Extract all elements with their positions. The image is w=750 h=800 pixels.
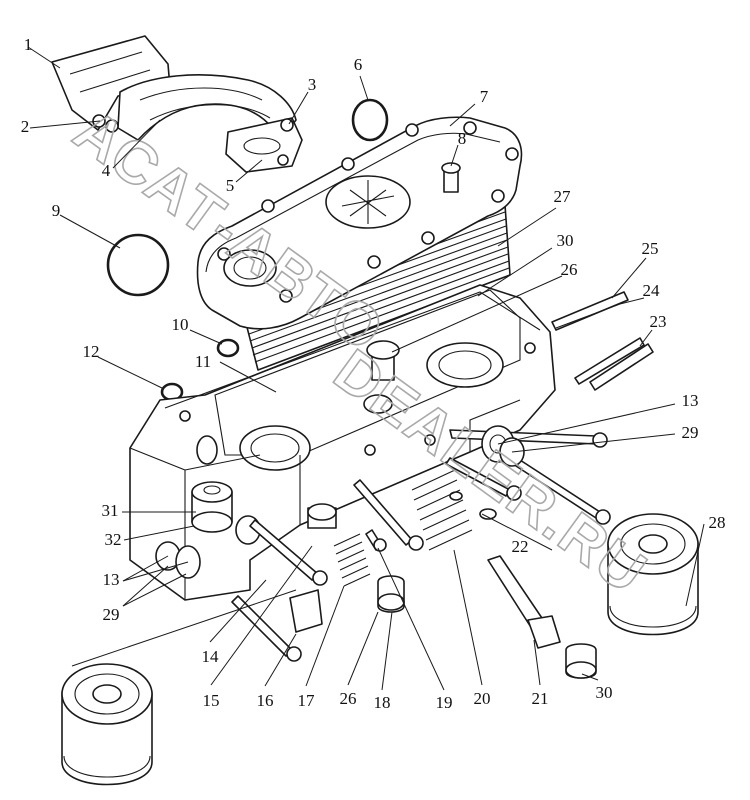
callout-27: 27	[554, 187, 572, 206]
callout-7: 7	[480, 87, 489, 106]
o-ring-6	[351, 98, 389, 142]
callout-29-left: 29	[103, 605, 120, 624]
springs	[333, 469, 473, 587]
callout-32: 32	[105, 530, 122, 549]
oil-filter-28	[607, 513, 699, 636]
callout-1: 1	[24, 35, 33, 54]
callout-25: 25	[642, 239, 659, 258]
callout-26-bottom: 26	[340, 689, 357, 708]
callout-14: 14	[202, 647, 220, 666]
callout-22: 22	[512, 537, 529, 556]
callout-26-top: 26	[561, 260, 578, 279]
oil-cooler-assembly	[51, 35, 699, 786]
callout-24: 24	[643, 281, 661, 300]
callout-28: 28	[709, 513, 726, 532]
callout-5: 5	[226, 176, 235, 195]
callout-29-right: 29	[682, 423, 699, 442]
callout-10: 10	[172, 315, 189, 334]
callout-21: 21	[532, 689, 549, 708]
callout-30-top: 30	[557, 231, 574, 250]
callout-13-left: 13	[103, 570, 120, 589]
callout-11: 11	[195, 352, 211, 371]
callout-19: 19	[436, 693, 453, 712]
callout-30-bottom: 30	[596, 683, 613, 702]
callout-23: 23	[650, 312, 667, 331]
callout-12: 12	[83, 342, 100, 361]
o-ring-10	[216, 338, 240, 358]
leader-lines	[27, 46, 705, 691]
cooler-cover	[196, 116, 523, 330]
callout-13-right: 13	[682, 391, 699, 410]
callout-2: 2	[21, 117, 30, 136]
callout-31: 31	[102, 501, 119, 520]
callout-20: 20	[474, 689, 491, 708]
plugs-and-valves	[155, 340, 597, 679]
callout-3: 3	[308, 75, 317, 94]
o-ring-9	[106, 233, 170, 297]
callout-4: 4	[102, 161, 111, 180]
callout-18: 18	[374, 693, 391, 712]
oil-filter-left	[61, 663, 153, 786]
callout-6: 6	[354, 55, 363, 74]
callout-16: 16	[257, 691, 274, 710]
callout-9: 9	[52, 201, 61, 220]
callout-8: 8	[458, 129, 467, 148]
inlet-pipe-assembly	[51, 35, 303, 173]
callout-15: 15	[203, 691, 220, 710]
oil-filter-housing	[129, 284, 556, 601]
tie-rods	[551, 291, 654, 391]
callouts: 1 2 3 4 5 6 7 8 9 10 11 12 13 13 14 15 1…	[21, 35, 726, 712]
callout-17: 17	[298, 691, 316, 710]
